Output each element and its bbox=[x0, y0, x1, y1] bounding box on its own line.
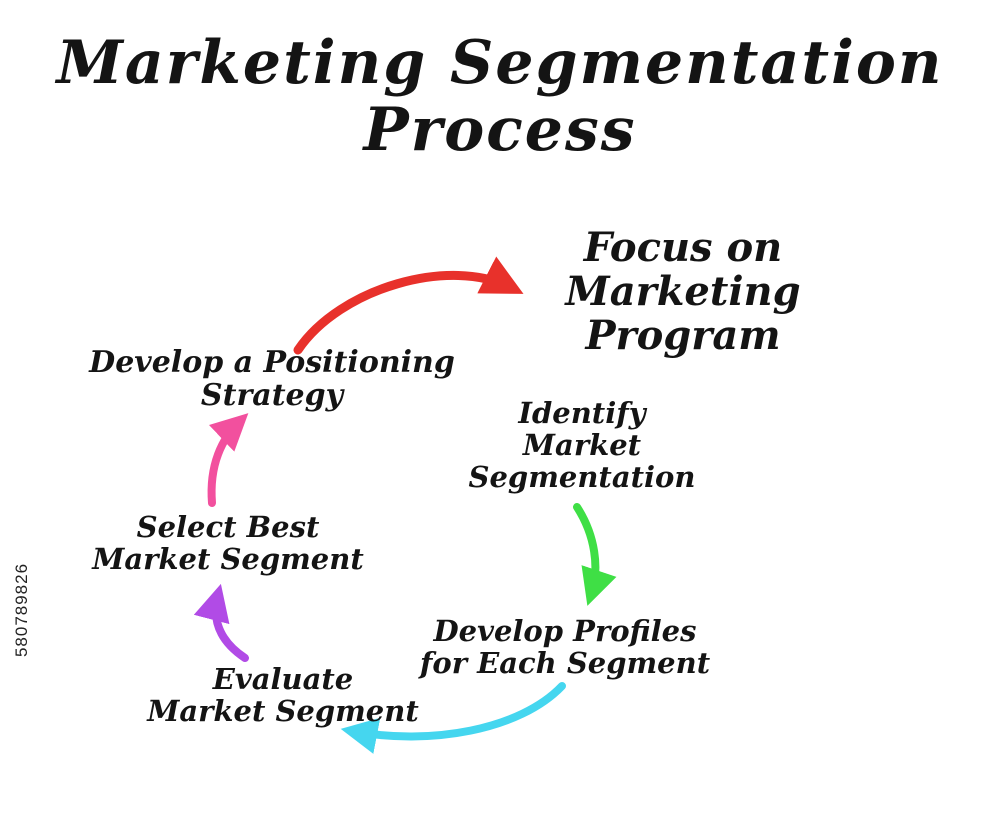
arrow-evaluate-to-select bbox=[193, 583, 249, 662]
node-evaluate-line1: Evaluate bbox=[212, 662, 354, 696]
node-identify-line1: Identify bbox=[518, 396, 646, 430]
node-positioning-line2: Strategy bbox=[200, 378, 344, 413]
arrow-identify-to-profiles bbox=[573, 503, 617, 606]
node-positioning-line1: Develop a Positioning bbox=[89, 345, 455, 380]
diagram-title: Marketing Segmentation Process bbox=[0, 28, 1000, 166]
node-evaluate-line2: Market Segment bbox=[147, 693, 419, 728]
arrow-select-to-positioning bbox=[207, 413, 249, 507]
node-evaluate-market-segment: Evaluate Market Segment bbox=[147, 662, 419, 728]
arrow-positioning-to-focus bbox=[293, 256, 524, 355]
node-profiles-line2: for Each Segment bbox=[419, 645, 711, 680]
node-identify-market-segmentation: Identify Market Segmentation bbox=[468, 396, 696, 494]
node-identify-line3: Segmentation bbox=[468, 459, 696, 494]
watermark-id: 580789826 bbox=[12, 562, 31, 658]
node-select-best-market-segment: Select Best Market Segment bbox=[92, 510, 364, 576]
diagram-title-line2: Process bbox=[363, 95, 637, 166]
node-select-line1: Select Best bbox=[136, 510, 320, 544]
node-select-line2: Market Segment bbox=[92, 541, 364, 576]
node-focus-line1: Focus on bbox=[583, 224, 783, 271]
node-develop-positioning-strategy: Develop a Positioning Strategy bbox=[89, 346, 455, 412]
node-profiles-line1: Develop Profiles bbox=[433, 614, 697, 648]
node-focus-marketing-program: Focus on Marketing Program bbox=[565, 226, 800, 358]
diagram-title-line1: Marketing Segmentation bbox=[56, 28, 944, 98]
node-focus-line3: Program bbox=[585, 312, 781, 359]
node-identify-line2: Market bbox=[522, 427, 642, 462]
node-focus-line2: Marketing bbox=[565, 268, 801, 315]
node-develop-profiles-each-segment: Develop Profiles for Each Segment bbox=[419, 614, 711, 680]
